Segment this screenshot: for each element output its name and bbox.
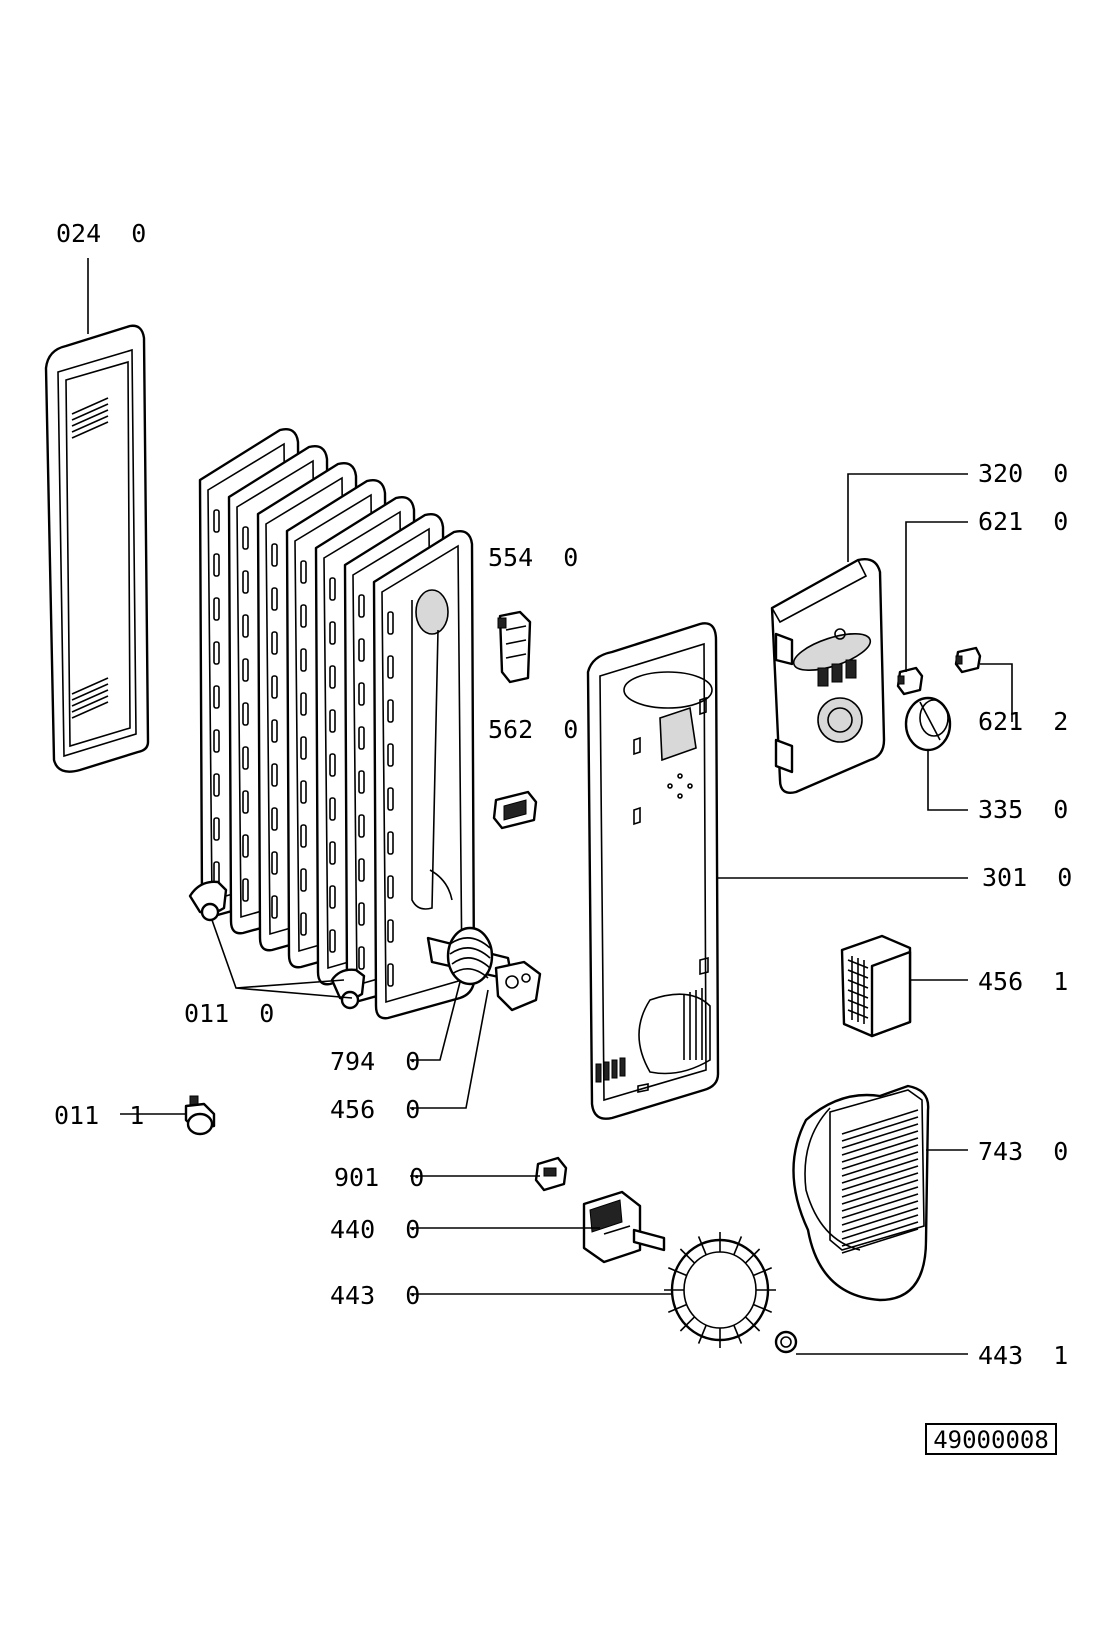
grille-cover-part bbox=[792, 1084, 930, 1302]
callout-024-0: 024 0 bbox=[56, 219, 146, 248]
control-panel-part bbox=[770, 558, 886, 794]
callout-621-2: 621 2 bbox=[978, 707, 1068, 736]
filter-cartridge-part bbox=[840, 934, 912, 1038]
callout-443-0: 443 0 bbox=[330, 1281, 420, 1310]
callout-301-0: 301 0 bbox=[982, 863, 1072, 892]
reference-number: 49000008 bbox=[933, 1426, 1049, 1454]
callout-320-0: 320 0 bbox=[978, 459, 1068, 488]
callout-621-0: 621 0 bbox=[978, 507, 1068, 536]
callout-554-0: 554 0 bbox=[488, 543, 578, 572]
leader-lines bbox=[87, 258, 1013, 1355]
callout-743-0: 743 0 bbox=[978, 1137, 1068, 1166]
connector-part bbox=[492, 790, 538, 830]
switch-part bbox=[896, 666, 924, 696]
rear-housing-part bbox=[586, 622, 720, 1120]
callout-440-0: 440 0 bbox=[330, 1215, 420, 1244]
callout-794-0: 794 0 bbox=[330, 1047, 420, 1076]
radiator-body-part bbox=[188, 428, 476, 1020]
terminal-block-part bbox=[497, 610, 532, 684]
callout-901-0: 901 0 bbox=[334, 1163, 424, 1192]
clip-part bbox=[534, 1156, 568, 1192]
callout-443-1: 443 1 bbox=[978, 1341, 1068, 1370]
fan-motor-part bbox=[582, 1190, 666, 1264]
control-knob-part bbox=[904, 696, 952, 752]
fan-wheel-part bbox=[664, 1232, 776, 1348]
heating-element-part bbox=[426, 926, 542, 1012]
callout-456-0: 456 0 bbox=[330, 1095, 420, 1124]
caster-part bbox=[184, 1095, 216, 1136]
switch-part-2 bbox=[954, 646, 982, 674]
callout-335-0: 335 0 bbox=[978, 795, 1068, 824]
callout-011-0: 011 0 bbox=[184, 999, 274, 1028]
callout-562-0: 562 0 bbox=[488, 715, 578, 744]
clamp-ring-part bbox=[774, 1330, 798, 1354]
callout-011-1: 011 1 bbox=[54, 1101, 144, 1130]
reference-number-box: 49000008 bbox=[925, 1423, 1057, 1455]
callout-456-1: 456 1 bbox=[978, 967, 1068, 996]
side-panel-part bbox=[44, 324, 150, 773]
radiator-fin bbox=[372, 530, 476, 1020]
callout-labels: 024 0 320 0 621 0 554 0 562 0 621 2 335 … bbox=[54, 219, 1072, 1370]
